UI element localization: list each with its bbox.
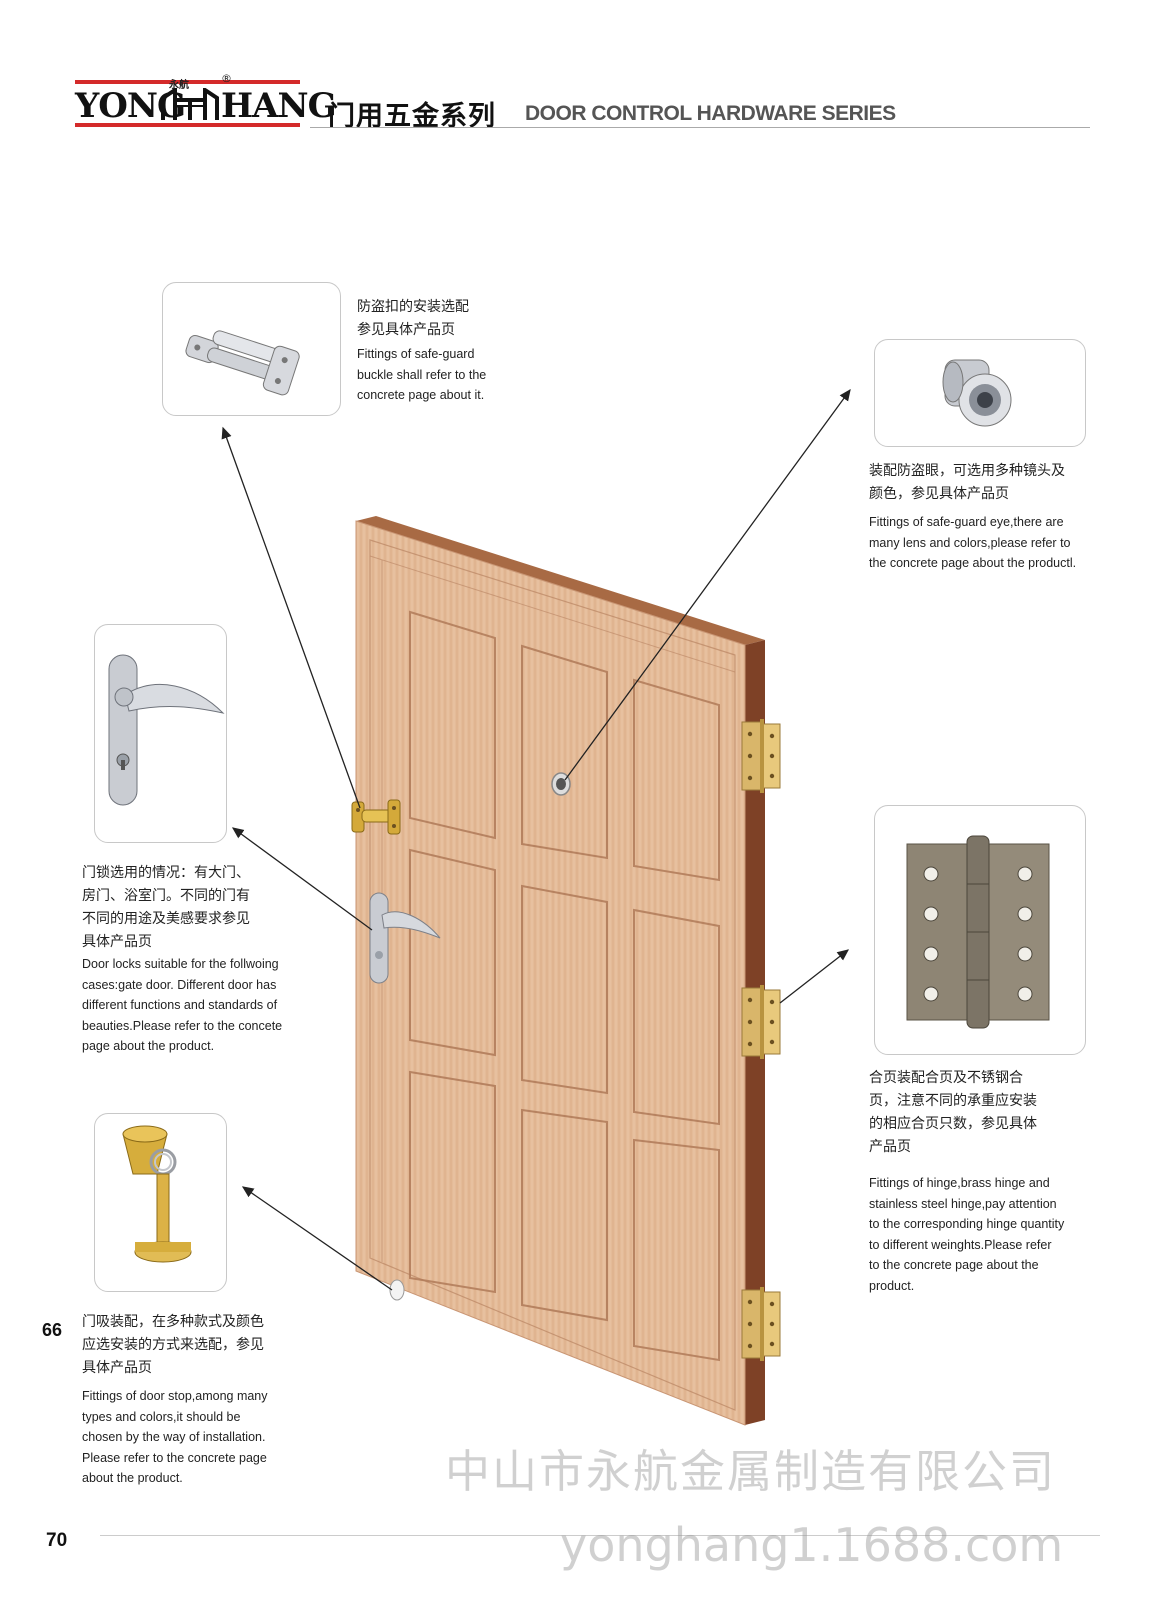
caption-hinge: 合页装配合页及不锈钢合 页，注意不同的承重应安装 的相应合页只数，参见具体 产品… xyxy=(869,1067,1064,1296)
watermark-company: 中山市永航金属制造有限公司 xyxy=(445,1445,1057,1498)
lever-lock-icon xyxy=(108,654,225,806)
page-number-outer: 70 xyxy=(46,1530,68,1551)
caption-cn-line: 房门、浴室门。不同的门有 xyxy=(82,888,250,904)
caption-en-line: buckle shall refer to the xyxy=(357,367,487,382)
caption-cn-line: 应选安装的方式来选配，参见 xyxy=(82,1337,264,1353)
caption-en-line: different functions and standards of xyxy=(82,998,278,1012)
caption-cn-line: 不同的用途及美感要求参见 xyxy=(82,911,250,927)
caption-cn-line: 页，注意不同的承重应安装 xyxy=(869,1093,1037,1109)
caption-safeguard-buckle: 防盗扣的安装选配 参见具体产品页 Fittings of safe-guard … xyxy=(357,296,486,406)
caption-en-line: cases:gate door. Different door has xyxy=(82,977,277,992)
registered-mark: ® xyxy=(221,72,232,85)
logo-bar-bottom xyxy=(75,123,300,127)
door-top-edge xyxy=(356,516,765,645)
caption-cn-line: 产品页 xyxy=(869,1139,911,1155)
header-divider xyxy=(310,127,1090,128)
header-title-en: DOOR CONTROL HARDWARE SERIES xyxy=(525,102,896,125)
caption-en-line: to different weinghts.Please refer xyxy=(869,1237,1052,1252)
caption-cn-line: 参见具体产品页 xyxy=(357,322,455,338)
caption-cn-line: 门锁选用的情况：有大门、 xyxy=(82,865,250,881)
logo-bar-top xyxy=(75,80,300,84)
caption-en-line: Please refer to the concrete page xyxy=(82,1450,267,1465)
door-handle xyxy=(369,892,441,984)
caption-en-line: chosen by the way of installation. xyxy=(82,1430,266,1444)
caption-en-line: page about the product. xyxy=(82,1039,215,1053)
door-stop-icon xyxy=(122,1125,192,1263)
leader-arrows xyxy=(221,388,851,1291)
footer-divider xyxy=(100,1535,1100,1536)
caption-en-line: beauties.Please refer to the concete xyxy=(82,1018,283,1033)
caption-en-line: many lens and colors,please refer to xyxy=(869,535,1071,550)
door-face xyxy=(355,520,746,1426)
caption-en-line: Fittings of hinge,brass hinge and xyxy=(869,1176,1050,1190)
caption-en-line: to the concrete page about the xyxy=(869,1258,1039,1272)
caption-en-line: Fittings of safe-guard xyxy=(357,347,475,361)
caption-en-line: about the product. xyxy=(82,1471,183,1485)
product-box-hinge[interactable] xyxy=(874,805,1086,1055)
caption-safeguard-eye: 装配防盗眼，可选用多种镜头及 颜色，参见具体产品页 Fittings of sa… xyxy=(869,460,1076,574)
caption-cn-line: 具体产品页 xyxy=(82,1360,152,1376)
logo-small-text: 永航 xyxy=(169,80,189,91)
page-number-inner: 66 xyxy=(42,1320,63,1340)
caption-cn-line: 具体产品页 xyxy=(82,934,152,950)
product-box-door-stop[interactable] xyxy=(94,1113,227,1292)
caption-cn-line: 门吸装配，在多种款式及颜色 xyxy=(82,1314,264,1330)
hinge-icon xyxy=(906,835,1050,1029)
gate-logo-icon xyxy=(161,88,219,120)
caption-en-line: Fittings of safe-guard eye,there are xyxy=(869,515,1064,529)
caption-en-line: Door locks suitable for the follwoing xyxy=(82,957,279,971)
safeguard-buckle-icon xyxy=(185,330,300,396)
caption-door-lock: 门锁选用的情况：有大门、 房门、浴室门。不同的门有 不同的用途及美感要求参见 具… xyxy=(82,862,282,1057)
brand-logo: YONG 永航 ® HANG xyxy=(75,72,337,128)
caption-en-line: to the corresponding hinge quantity xyxy=(869,1217,1065,1231)
door-hinges xyxy=(741,719,781,1361)
caption-en-line: concrete page about it. xyxy=(357,388,485,402)
product-box-safeguard-buckle[interactable] xyxy=(162,282,341,416)
caption-cn-line: 合页装配合页及不锈钢合 xyxy=(869,1070,1023,1086)
caption-en-line: Fittings of door stop,among many xyxy=(82,1389,268,1403)
peephole-icon xyxy=(942,359,1012,427)
caption-cn-line: 防盗扣的安装选配 xyxy=(357,299,469,315)
caption-cn-line: 的相应合页只数，参见具体 xyxy=(869,1116,1037,1132)
door-stop-marker xyxy=(389,1279,405,1301)
product-box-safeguard-eye[interactable] xyxy=(874,339,1086,447)
door-panels xyxy=(409,610,720,1362)
watermark-url: yonghang1.1688.com xyxy=(560,1518,1064,1572)
caption-en-line: types and colors,it should be xyxy=(82,1409,241,1424)
logo-text-right: HANG xyxy=(221,86,337,126)
caption-cn-line: 装配防盗眼，可选用多种镜头及 xyxy=(869,463,1065,479)
header-title-cn: 门用五金系列 xyxy=(328,101,496,132)
caption-en-line: the concrete page about the productl. xyxy=(869,556,1077,570)
caption-cn-line: 颜色，参见具体产品页 xyxy=(869,486,1009,502)
caption-en-line: product. xyxy=(869,1278,915,1293)
product-box-door-lock[interactable] xyxy=(94,624,227,843)
caption-en-line: stainless steel hinge,pay attention xyxy=(869,1196,1057,1211)
caption-door-stop: 门吸装配，在多种款式及颜色 应选安装的方式来选配，参见 具体产品页 Fittin… xyxy=(82,1311,268,1489)
